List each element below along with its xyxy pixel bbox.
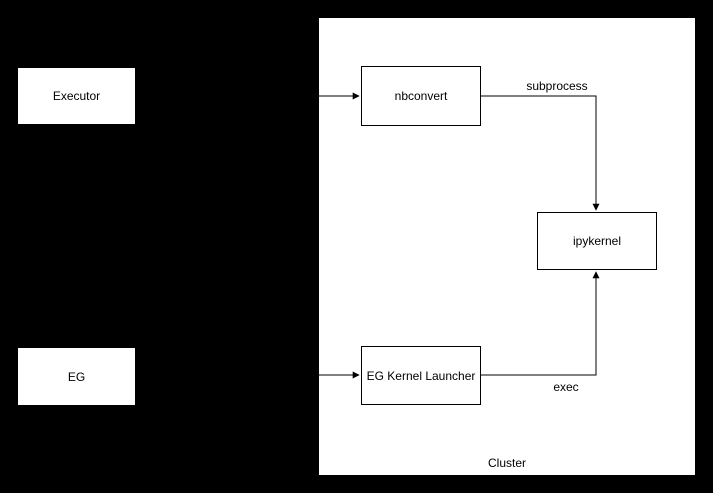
node-eg: EG [17, 347, 136, 406]
node-eg-kernel-launcher-label: EG Kernel Launcher [366, 368, 476, 383]
node-ipykernel-label: ipykernel [572, 234, 622, 248]
node-executor-label: Executor [52, 89, 101, 103]
node-ipykernel: ipykernel [537, 212, 657, 270]
node-eg-label: EG [67, 369, 86, 384]
node-nbconvert-label: nbconvert [394, 89, 448, 103]
cluster-label: Cluster [487, 456, 526, 470]
edge-label-subprocess: subprocess [526, 79, 588, 93]
node-nbconvert: nbconvert [361, 66, 481, 126]
node-executor: Executor [17, 67, 136, 125]
edge-label-exec: exec [553, 380, 579, 394]
node-eg-kernel-launcher: EG Kernel Launcher [361, 346, 481, 405]
